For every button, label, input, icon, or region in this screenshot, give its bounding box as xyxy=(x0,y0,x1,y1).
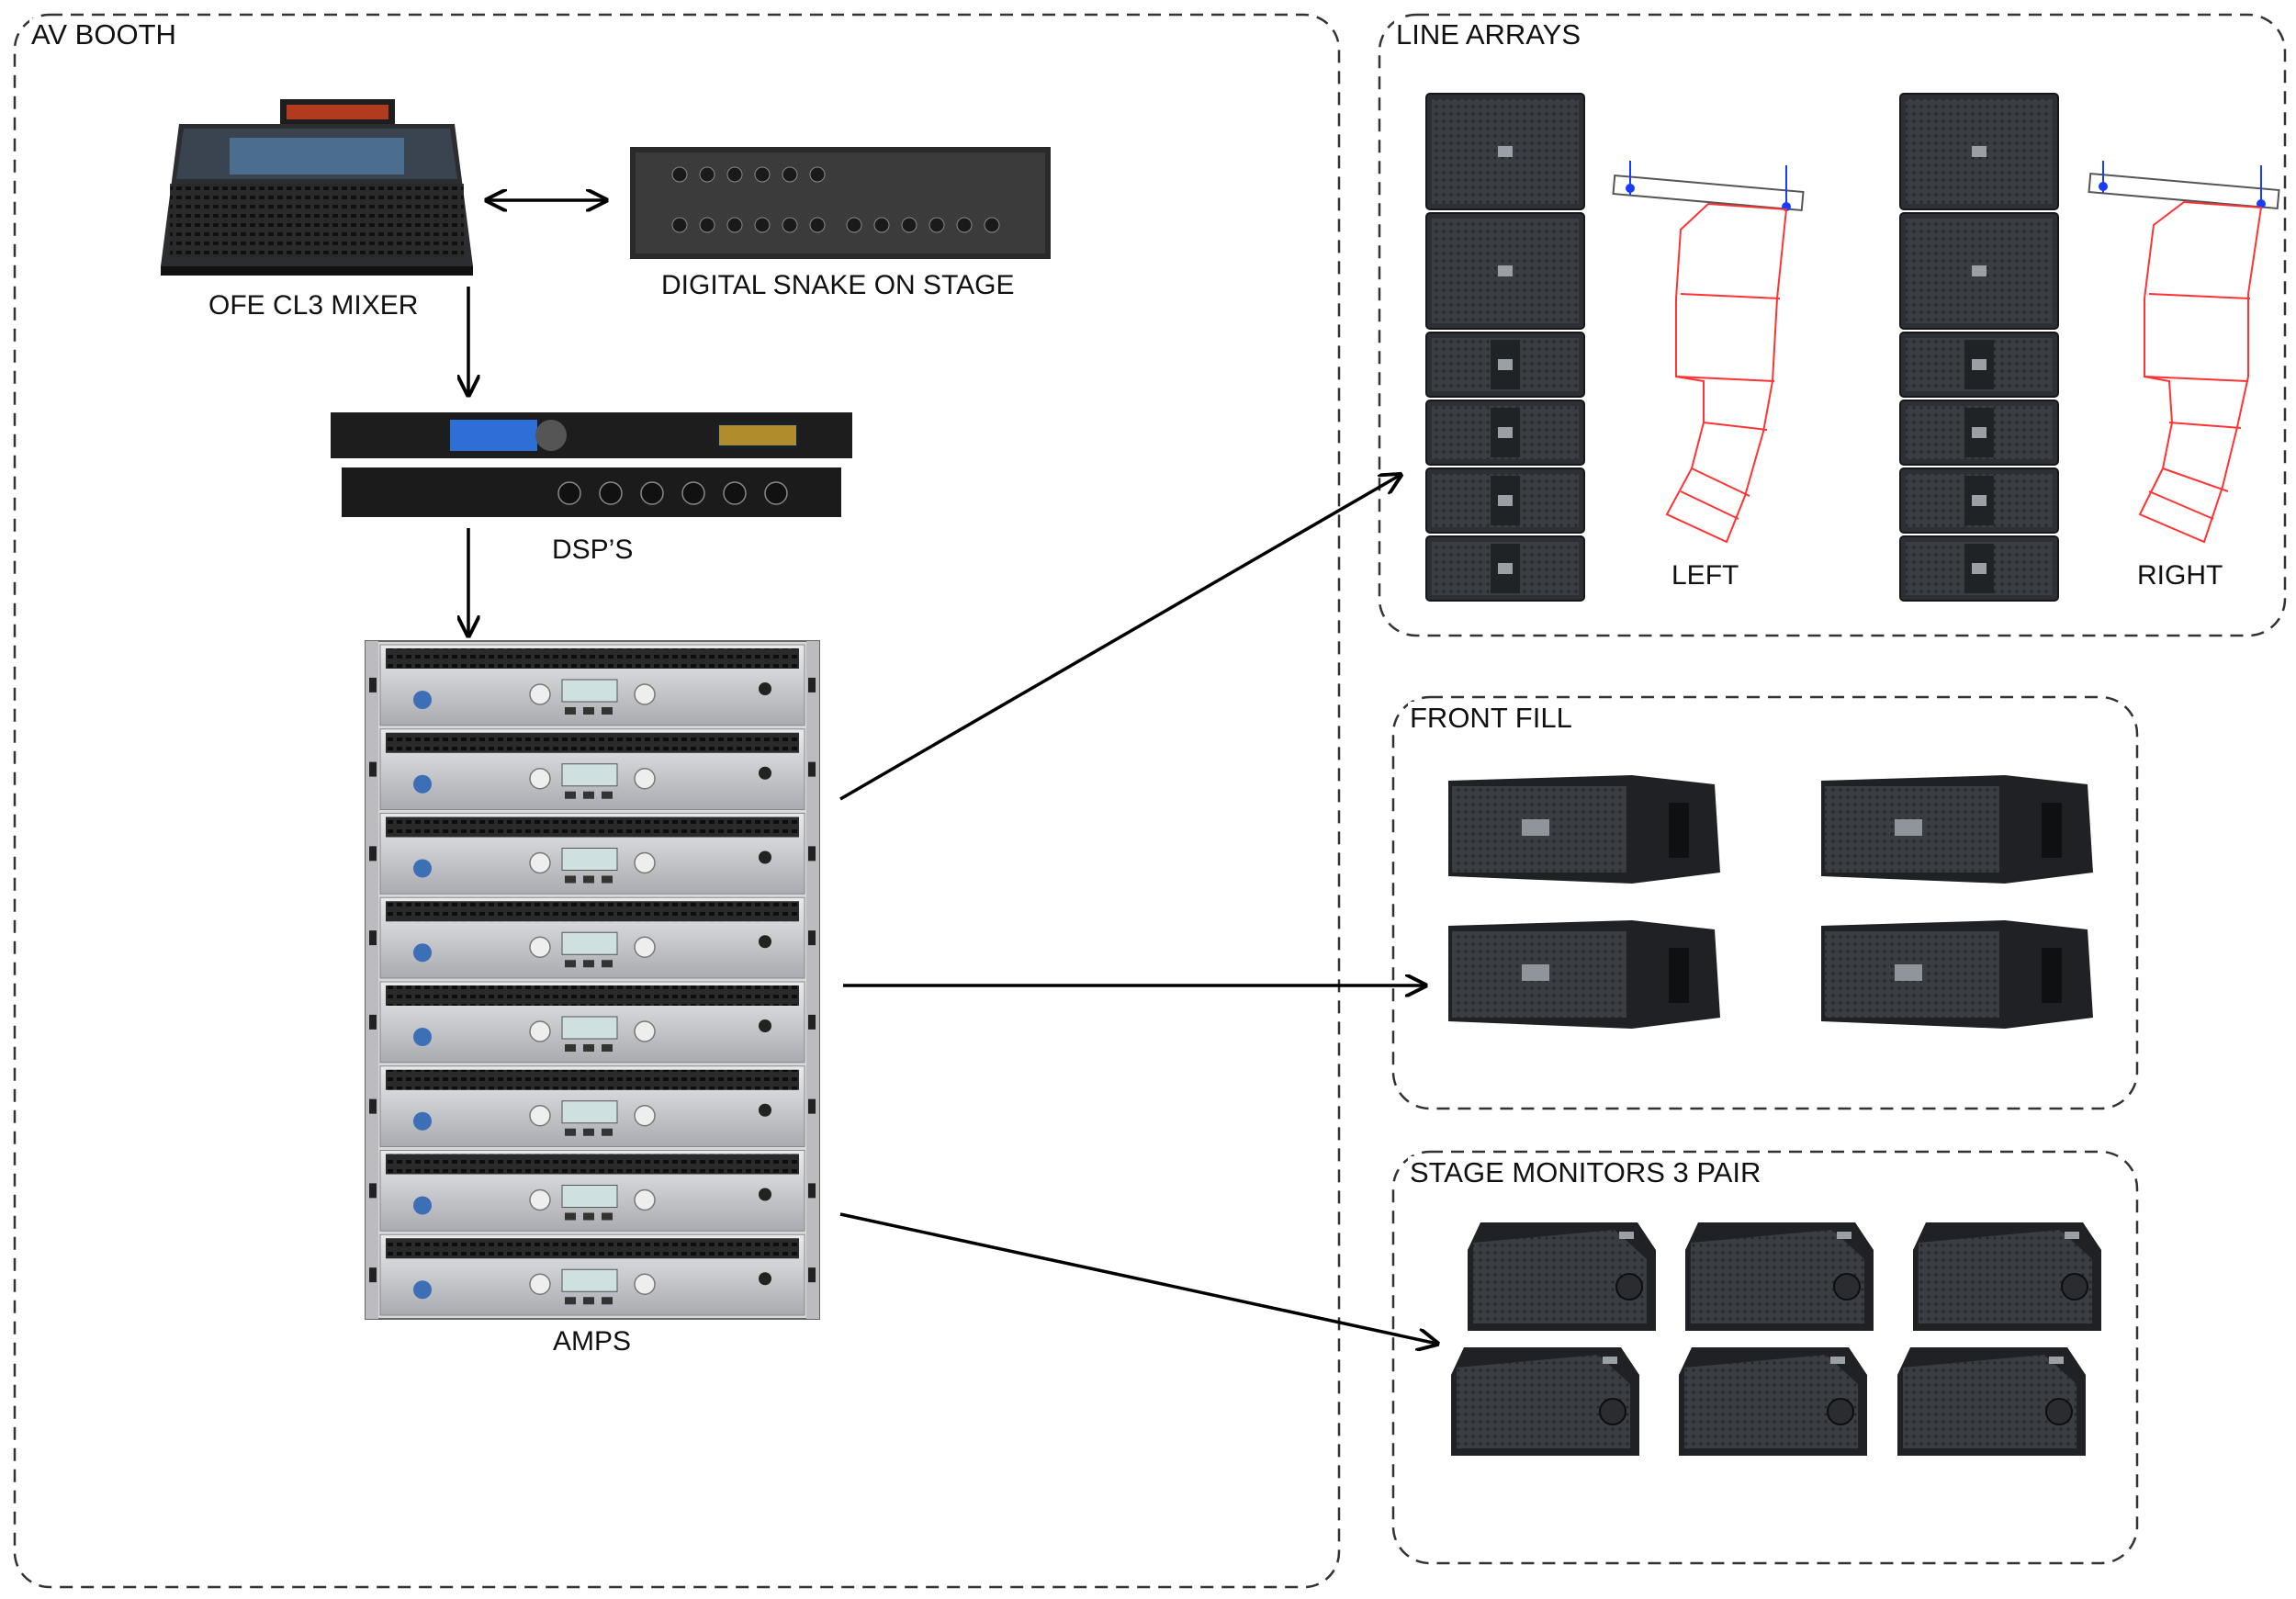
rigging-right xyxy=(2088,161,2280,544)
amp-unit xyxy=(369,1065,816,1147)
front-fill-speaker xyxy=(1821,775,2093,884)
stage-monitor-speaker xyxy=(1468,1222,1656,1331)
line-array-left xyxy=(1425,93,1585,602)
connectors xyxy=(468,200,1437,1344)
group-line-arrays xyxy=(1378,13,2287,637)
amp-unit xyxy=(369,981,816,1064)
line-array-cabinet xyxy=(1425,212,1585,330)
group-title-stage-monitors: STAGE MONITORS 3 PAIR xyxy=(1408,1156,1763,1189)
amp-unit xyxy=(369,644,816,726)
group-stage-monitors xyxy=(1391,1150,2139,1565)
stage-monitor-speaker xyxy=(1451,1347,1639,1456)
line-array-cabinet xyxy=(1899,535,2059,602)
amp-unit xyxy=(369,728,816,810)
line-array-cabinet xyxy=(1899,212,2059,330)
line-array-right xyxy=(1899,93,2059,602)
line-array-cabinet xyxy=(1899,400,2059,466)
line-array-cabinet xyxy=(1899,332,2059,398)
stage-monitor-speakers xyxy=(1451,1222,2101,1456)
mixer-device xyxy=(161,99,473,276)
label-snake: DIGITAL SNAKE ON STAGE xyxy=(661,270,1015,300)
group-av-booth xyxy=(13,13,1341,1589)
amp-unit xyxy=(369,896,816,979)
amp-rack xyxy=(365,640,820,1320)
front-fill-speaker xyxy=(1821,920,2093,1029)
label-amps: AMPS xyxy=(553,1326,632,1357)
stage-monitor-speaker xyxy=(1897,1347,2086,1456)
group-front-fill xyxy=(1391,695,2139,1110)
front-fill-speaker xyxy=(1448,920,1720,1029)
digital-snake-device xyxy=(630,147,1051,259)
amps-to-monitors-arrow xyxy=(839,1212,1437,1344)
group-title-line-arrays: LINE ARRAYS xyxy=(1394,18,1583,51)
stage-monitor-speaker xyxy=(1913,1222,2101,1331)
line-array-cabinet xyxy=(1425,467,1585,534)
line-array-cabinet xyxy=(1899,93,2059,210)
front-fill-speakers xyxy=(1448,775,2093,1029)
group-title-front-fill: FRONT FILL xyxy=(1408,702,1574,735)
label-left: LEFT xyxy=(1671,560,1739,591)
label-dsp: DSP’S xyxy=(552,535,634,565)
group-title-av-booth: AV BOOTH xyxy=(29,18,178,51)
amp-unit xyxy=(369,813,816,895)
amps-to-line-arrays-arrow xyxy=(839,475,1401,801)
line-array-cabinet xyxy=(1425,93,1585,210)
line-array-cabinet xyxy=(1425,535,1585,602)
amp-unit xyxy=(369,1150,816,1232)
line-array-cabinet xyxy=(1425,332,1585,398)
stage-monitor-speaker xyxy=(1679,1347,1867,1456)
rigging-left xyxy=(1612,161,1805,544)
line-array-cabinet xyxy=(1425,400,1585,466)
label-right: RIGHT xyxy=(2137,560,2223,591)
line-array-cabinet xyxy=(1899,467,2059,534)
stage-monitor-speaker xyxy=(1685,1222,1874,1331)
label-mixer: OFE CL3 MIXER xyxy=(208,290,419,321)
amp-unit xyxy=(369,1233,816,1316)
front-fill-speaker xyxy=(1448,775,1720,884)
dsp-devices xyxy=(331,412,852,517)
